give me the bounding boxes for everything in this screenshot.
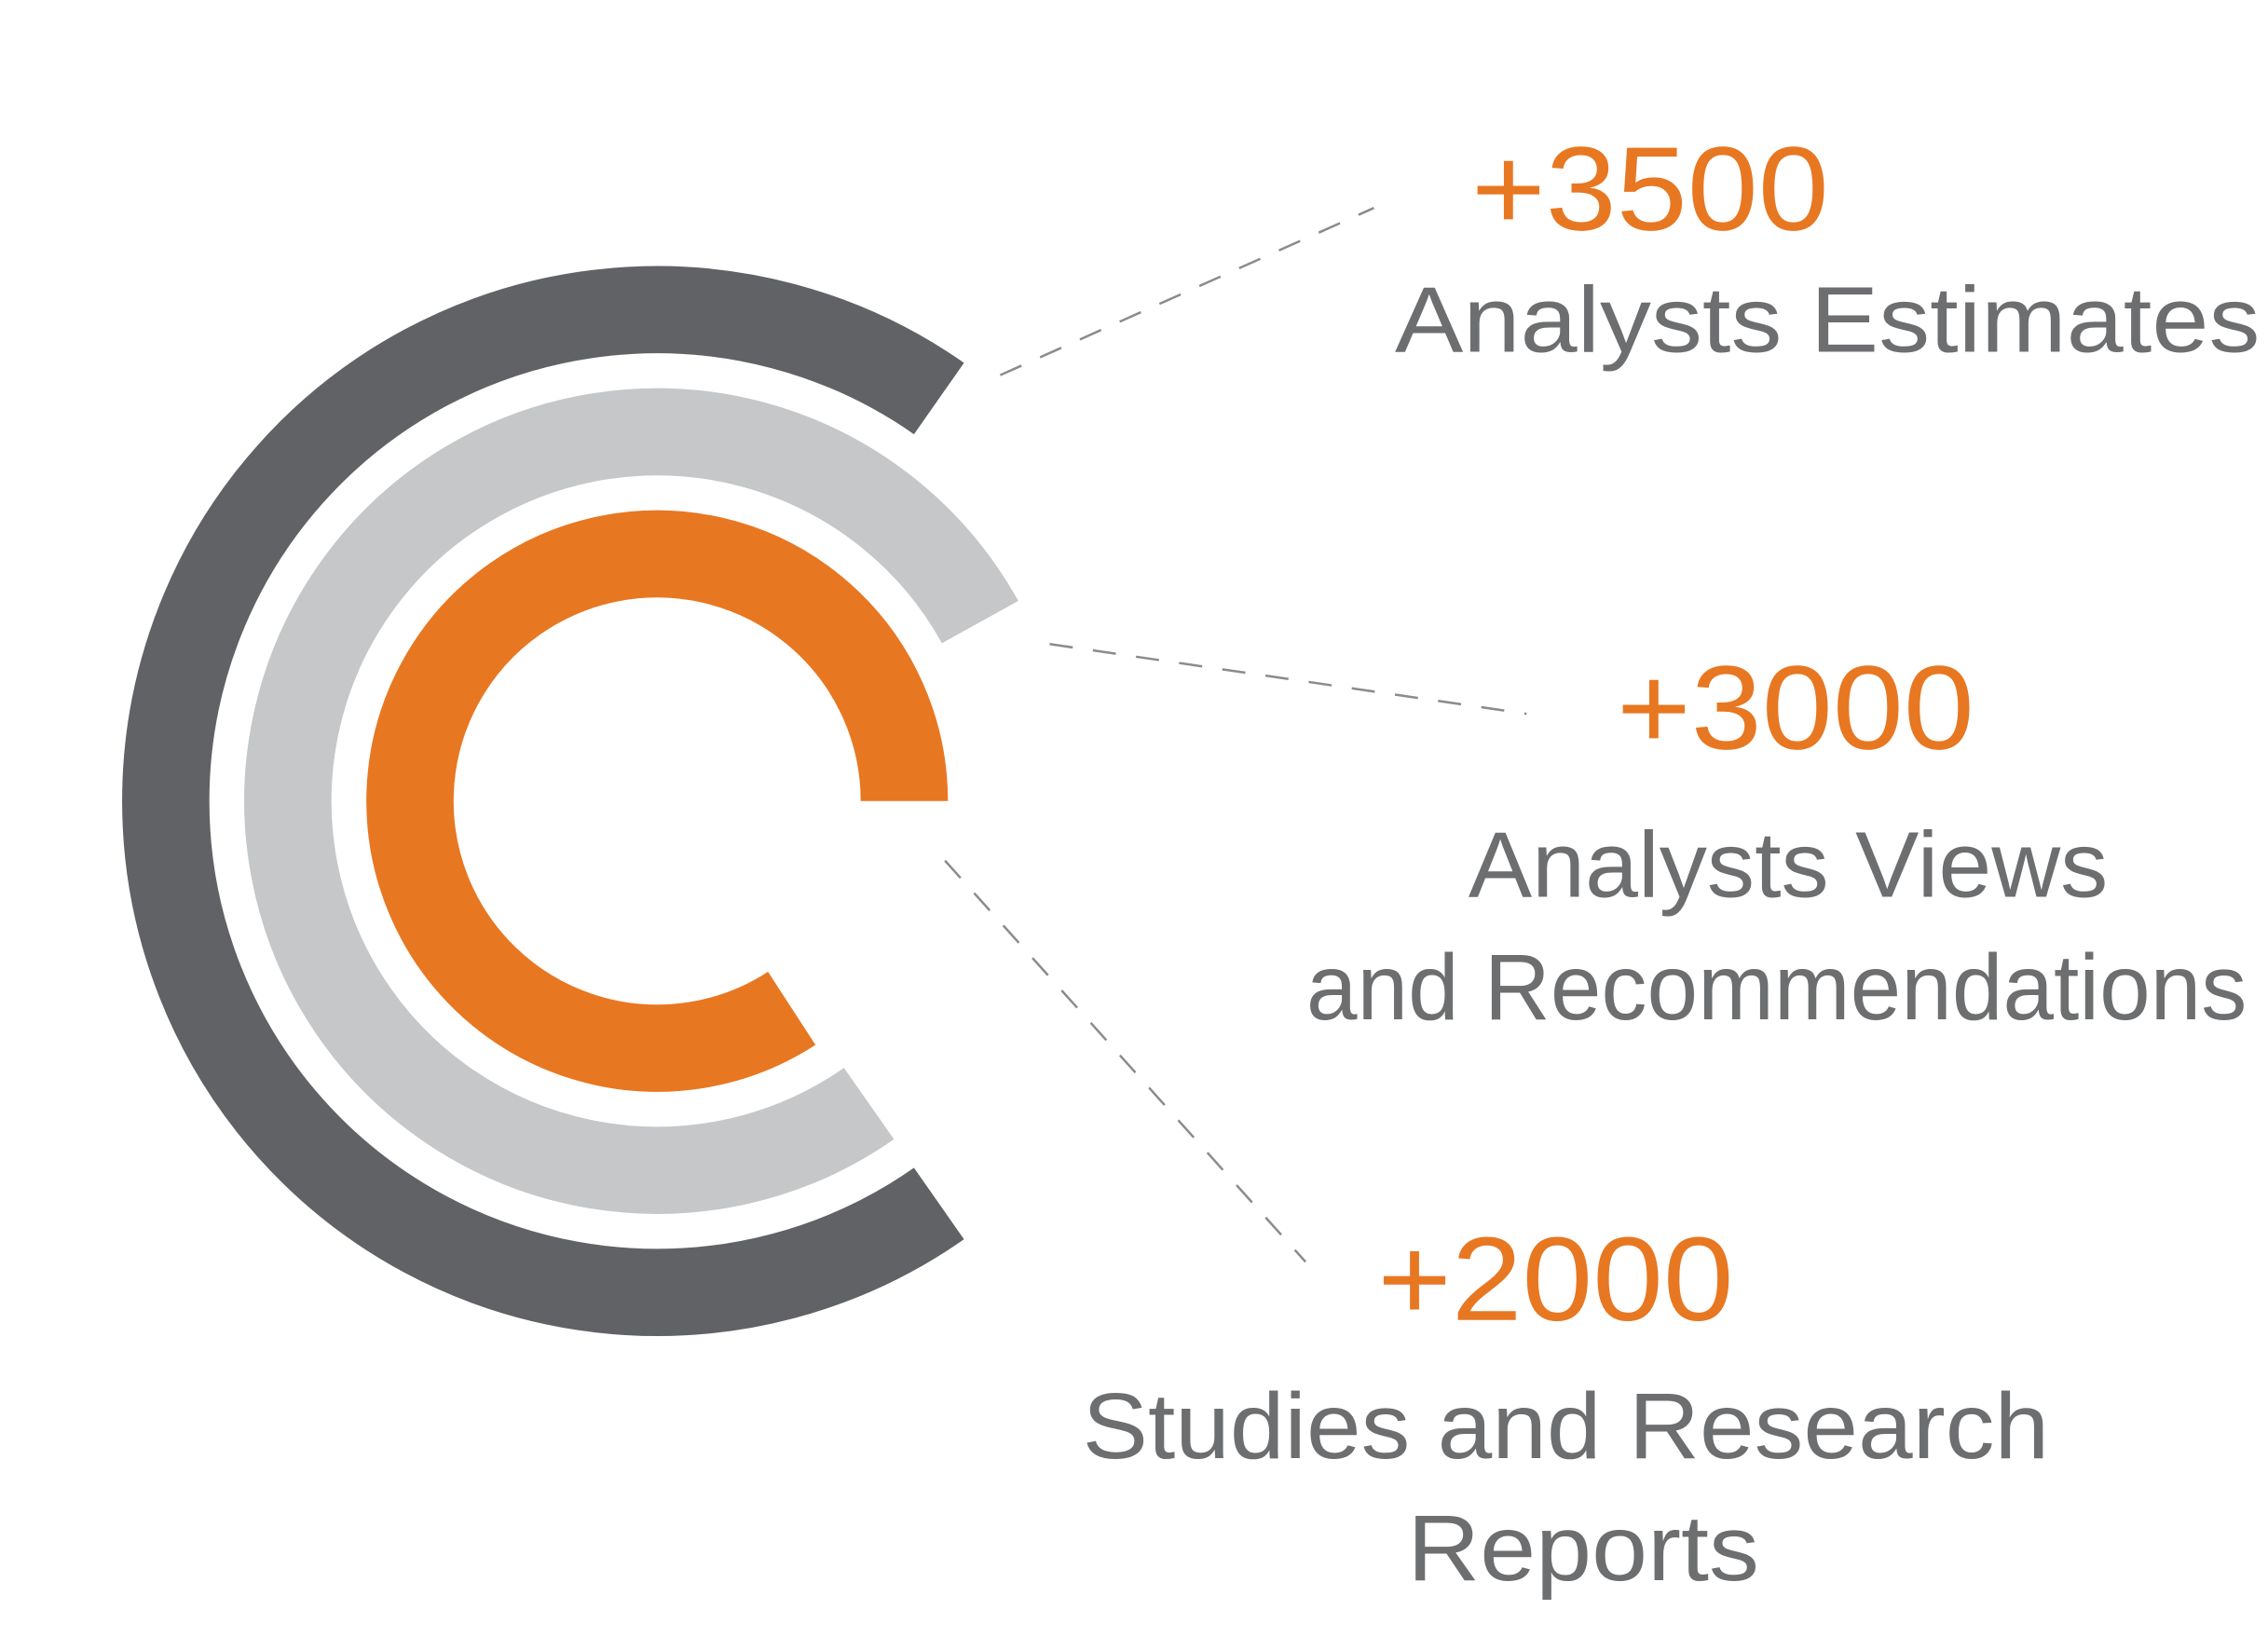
leader-line-views — [1049, 643, 1527, 716]
stat-value: +3000 — [1617, 642, 1974, 775]
leader-lines — [944, 207, 1527, 1263]
stat-value: +2000 — [1377, 1213, 1733, 1346]
ring-middle-light — [244, 388, 1018, 1214]
stat-label: Studies and Research — [1083, 1375, 2050, 1479]
rings — [122, 266, 1018, 1336]
stat-label: Reports — [1407, 1497, 1759, 1601]
stat-reports: +2000 Studies and Research Reports — [1083, 1213, 2050, 1601]
ring-inner-orange — [366, 510, 949, 1092]
stat-value: +3500 — [1471, 123, 1829, 256]
stat-label: and Recommendations — [1306, 936, 2247, 1040]
leader-line-estimates — [999, 207, 1374, 376]
stat-estimates: +3500 Analysts Estimates — [1395, 123, 2260, 373]
stat-label: Analysts Views — [1469, 814, 2109, 918]
ring-outer-dark — [122, 266, 964, 1336]
stat-views: +3000 Analysts Views and Recommendations — [1306, 642, 2247, 1040]
stat-label: Analysts Estimates — [1395, 269, 2260, 373]
leader-line-reports — [944, 859, 1307, 1263]
